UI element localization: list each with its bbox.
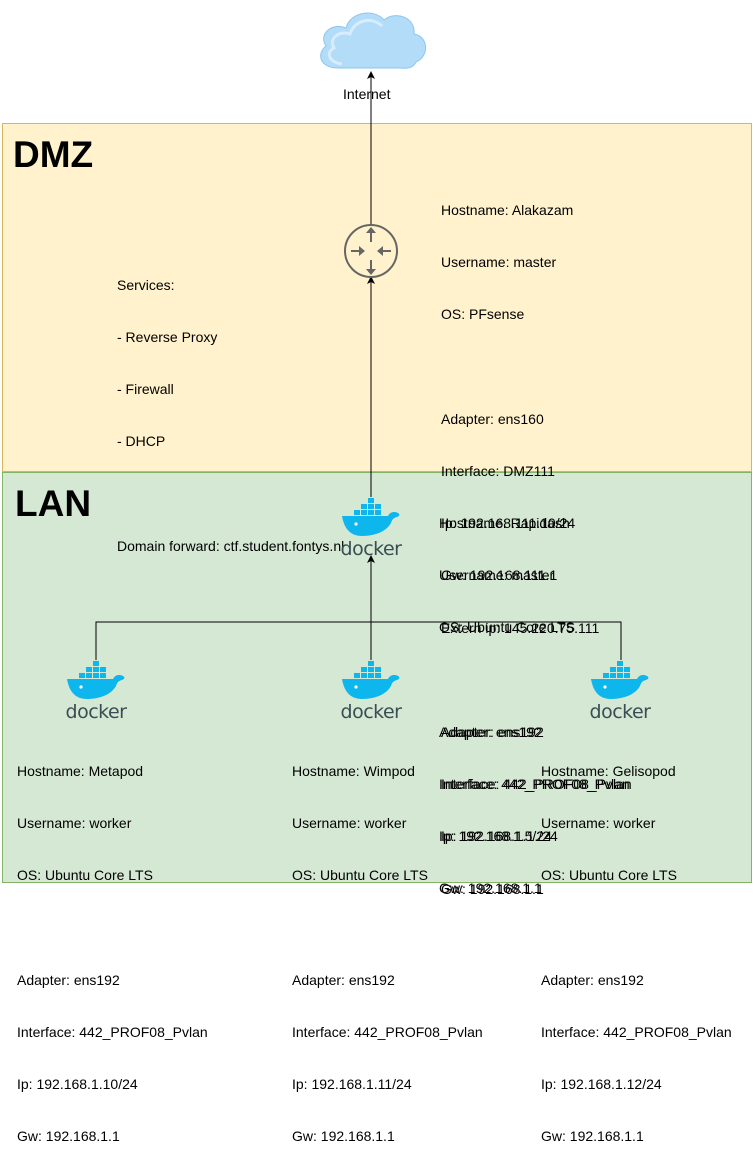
internet-label: Internet — [343, 86, 391, 102]
worker-info-line: Interface: 442_PROF08_Pvlan — [17, 1023, 208, 1040]
router-info-line: Adapter: ens160 — [441, 410, 544, 427]
worker-info-gelisopod: Hostname: Gelisopod Username: worker OS:… — [541, 728, 732, 1163]
router-info-line — [441, 358, 632, 375]
worker-info-line: Interface: 442_PROF08_Pvlan — [292, 1023, 483, 1040]
main-info-line: Ip: 192.168.1.5/24 — [439, 828, 552, 845]
worker-info-line — [292, 919, 483, 936]
router-info-line: Interface: 442_PROF08_Pvlan — [441, 776, 632, 793]
dmz-zone — [2, 123, 752, 472]
services-line: - DHCP — [117, 433, 166, 450]
main-info-line: Adapter: ens192 — [439, 723, 542, 740]
worker-info-line: Adapter: ens192 — [17, 971, 120, 988]
main-info-line: Hostname: Rapidash — [439, 514, 570, 531]
dmz-title: DMZ — [13, 134, 94, 175]
docker-label: docker — [589, 701, 651, 723]
router-info-line: Ip: 192.168.111.10/24 — [441, 515, 576, 532]
worker-info-line: Adapter: ens192 — [541, 971, 644, 988]
router-info-line: Username: master — [441, 254, 557, 271]
worker-info-line — [17, 919, 208, 936]
docker-icon: docker — [63, 661, 129, 723]
main-info-line: Username: master — [439, 567, 555, 584]
worker-info-line: Adapter: ens192 — [292, 971, 395, 988]
worker-info-line: Hostname: Wimpod — [292, 762, 415, 779]
connector-layer — [95, 71, 622, 660]
services-line — [117, 486, 344, 503]
router-info-line: OS: PFsense — [441, 306, 525, 323]
router-info-line: Gw: 192.168.111.1 — [441, 567, 558, 584]
services-line: Services: — [117, 276, 175, 293]
router-info-line: Interface: DMZ111 — [441, 462, 555, 479]
worker-info-line: OS: Ubuntu Core LTS — [292, 867, 428, 884]
main-info-line — [439, 671, 630, 688]
services-line: Domain forward: ctf.student.fontys.nl — [117, 537, 345, 554]
cloud-icon — [320, 12, 426, 69]
worker-info-wimpod: Hostname: Wimpod Username: worker OS: Ub… — [292, 728, 483, 1163]
lan-title: LAN — [15, 483, 92, 524]
worker-info-line: OS: Ubuntu Core LTS — [541, 867, 677, 884]
workers-bus-edge — [95, 621, 622, 660]
worker-info-line: Interface: 442_PROF08_Pvlan — [541, 1023, 732, 1040]
worker-info-line: Gw: 192.168.1.1 — [17, 1128, 120, 1145]
worker-info-line: Username: worker — [292, 815, 407, 832]
worker-info-line: Username: worker — [17, 815, 132, 832]
docker-icon: docker — [338, 498, 404, 560]
services-text: Services: - Reverse Proxy - Firewall - D… — [117, 242, 344, 573]
router-info-line: Ip: 192.168.1.1./24 — [441, 828, 558, 845]
worker-info-line: Ip: 192.168.1.10/24 — [17, 1076, 138, 1093]
docker-label: docker — [65, 701, 127, 723]
router-info-line: Hostname: Alakazam — [441, 201, 574, 218]
worker-info-line — [541, 919, 732, 936]
docker-icon: docker — [338, 661, 404, 723]
docker-label: docker — [340, 538, 402, 560]
worker-info-metapod: Hostname: Metapod Username: worker OS: U… — [17, 728, 208, 1163]
worker-info-line: Ip: 192.168.1.12/24 — [541, 1076, 662, 1093]
services-line: - Firewall — [117, 381, 174, 398]
docker-icon: docker — [587, 661, 653, 723]
router-icon — [344, 224, 398, 278]
worker-info-line: Gw: 192.168.1.1 — [541, 1128, 644, 1145]
services-line: - Reverse Proxy — [117, 329, 218, 346]
worker-info-line: Gw: 192.168.1.1 — [292, 1128, 395, 1145]
worker-info-line: Ip: 192.168.1.11/24 — [292, 1076, 412, 1093]
worker-info-line: Username: worker — [541, 815, 656, 832]
worker-info-line: Hostname: Gelisopod — [541, 762, 676, 779]
docker-label: docker — [340, 701, 402, 723]
main-info-line: OS: Ubuntu Core LTS — [439, 619, 575, 636]
router-info: Hostname: Alakazam Username: master OS: … — [441, 167, 632, 915]
router-info-line: Extern ip: 145.220.75.111 — [441, 619, 600, 636]
worker-info-line: Hostname: Metapod — [17, 762, 144, 779]
router-info-line: Adapter: ens192 — [441, 723, 544, 740]
main-info-line: Interface: 442_PROF08_Pvlan — [439, 775, 630, 792]
worker-info-line: OS: Ubuntu Core LTS — [17, 867, 153, 884]
